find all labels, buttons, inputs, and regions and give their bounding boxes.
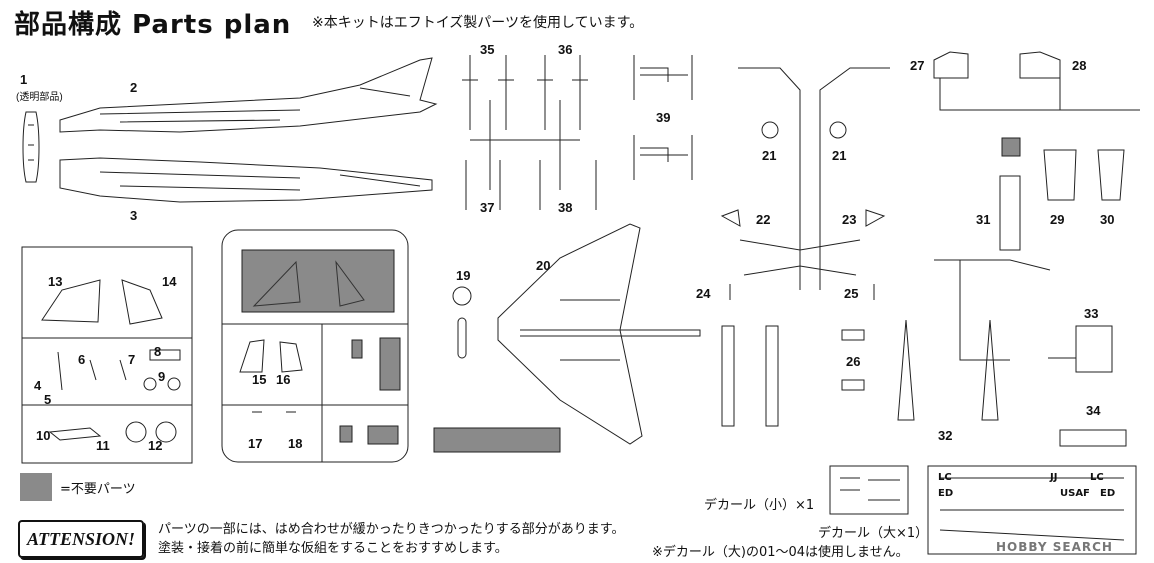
part-10-label: 10 — [36, 428, 51, 443]
decal-mark-1: LC — [938, 472, 952, 483]
part-1-sub-label: (透明部品) — [16, 92, 63, 103]
part-29-label: 29 — [1050, 212, 1065, 227]
part-16-label: 16 — [276, 372, 291, 387]
pylon-part — [633, 55, 693, 180]
unused-parts-swatch — [20, 473, 52, 501]
part-34-label: 34 — [1086, 403, 1101, 418]
part-30-label: 30 — [1100, 212, 1115, 227]
part-21b-label: 21 — [832, 148, 847, 163]
part-22-label: 22 — [756, 212, 771, 227]
part-11-label: 11 — [96, 438, 110, 453]
decal-mark-6: ED — [1100, 488, 1116, 499]
unused-parts-legend: =不要パーツ — [60, 482, 136, 497]
decal-large-label: デカール（大×1） — [818, 526, 929, 541]
unused-tank-part — [433, 427, 561, 453]
part-35-label: 35 — [480, 42, 495, 57]
part-5-label: 5 — [44, 392, 52, 407]
part-13-label: 13 — [48, 274, 63, 289]
attention-text: パーツの一部には、はめ合わせが緩かったりきつかったりする部分があります。 塗装・… — [158, 520, 624, 558]
part-23-label: 23 — [842, 212, 857, 227]
part-6-label: 6 — [78, 352, 86, 367]
decal-small — [829, 465, 909, 515]
decal-note: ※デカール（大)の01～04は使用しません。 — [652, 545, 909, 560]
part-38-label: 38 — [558, 200, 573, 215]
part-1-label: 1 — [20, 72, 28, 87]
decal-mark-4: ED — [938, 488, 954, 499]
part-17-label: 17 — [248, 436, 263, 451]
part-37-label: 37 — [480, 200, 495, 215]
part-32-label: 32 — [938, 428, 953, 443]
fuselage-right-part — [59, 157, 433, 203]
page-title: 部品構成 Parts plan — [14, 10, 292, 40]
header-note: ※本キットはエフトイズ製パーツを使用しています。 — [312, 15, 644, 31]
decal-large — [927, 465, 1137, 555]
attention-line-1: パーツの一部には、はめ合わせが緩かったりきつかったりする部分があります。 — [158, 522, 625, 537]
part-26-label: 26 — [846, 354, 861, 369]
gear-sprue — [720, 67, 890, 427]
fuselage-left-part — [59, 57, 438, 133]
part-2-label: 2 — [130, 80, 138, 95]
part-3-label: 3 — [130, 208, 138, 223]
part-31-label: 31 — [976, 212, 991, 227]
part-39-label: 39 — [656, 110, 671, 125]
part-14-label: 14 — [162, 274, 177, 289]
missile-sprue — [462, 55, 597, 210]
sprue-c — [897, 51, 1140, 447]
sprue-b — [221, 229, 409, 463]
attention-line-2: 塗装・接着の前に簡単な仮組をすることをおすすめします。 — [158, 541, 508, 556]
exhaust-part — [841, 329, 865, 391]
decal-small-label: デカール（小）×1 — [704, 498, 815, 513]
part-20-label: 20 — [536, 258, 551, 273]
part-21a-label: 21 — [762, 148, 777, 163]
sprue-a — [21, 246, 193, 464]
watermark: HOBBY SEARCH — [996, 540, 1113, 554]
part-18-label: 18 — [288, 436, 303, 451]
part-25-label: 25 — [844, 286, 859, 301]
part-33-label: 33 — [1084, 306, 1099, 321]
part-12-label: 12 — [148, 438, 163, 453]
part-28-label: 28 — [1072, 58, 1087, 73]
decal-mark-2: JJ — [1050, 472, 1058, 483]
wing-part — [452, 223, 701, 445]
part-27-label: 27 — [910, 58, 925, 73]
canopy-part — [22, 111, 40, 183]
part-8-label: 8 — [154, 344, 162, 359]
part-36-label: 36 — [558, 42, 573, 57]
part-24-label: 24 — [696, 286, 711, 301]
decal-mark-3: LC — [1090, 472, 1104, 483]
part-9-label: 9 — [158, 369, 166, 384]
decal-mark-5: USAF — [1060, 488, 1090, 499]
attention-badge: ATTENSION! — [18, 520, 144, 558]
part-4-label: 4 — [34, 378, 42, 393]
part-7-label: 7 — [128, 352, 136, 367]
part-15-label: 15 — [252, 372, 267, 387]
part-19-label: 19 — [456, 268, 471, 283]
